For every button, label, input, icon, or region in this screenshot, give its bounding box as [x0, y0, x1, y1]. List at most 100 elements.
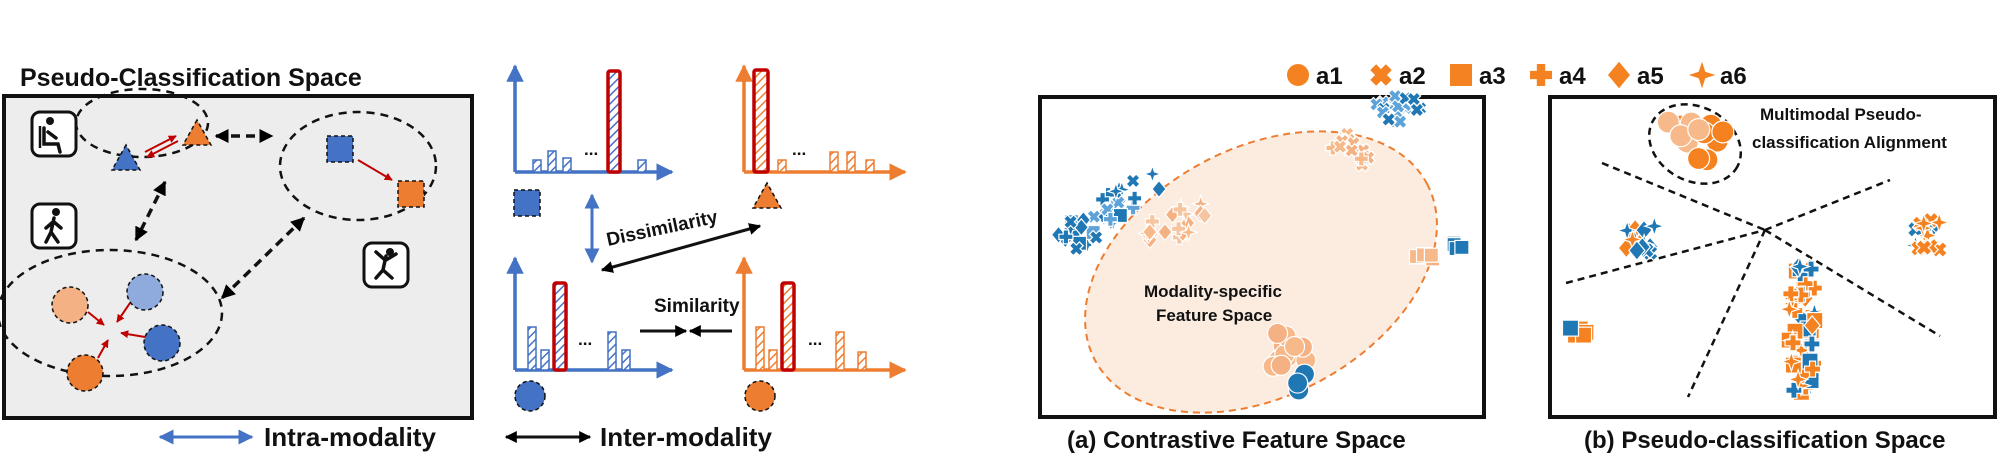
dashed-double-arrow — [220, 216, 306, 300]
alignment-ellipse — [1647, 103, 1743, 185]
dissimilarity-label: Dissimilarity — [605, 207, 720, 251]
plus-marker — [1102, 211, 1119, 227]
circle-marker — [1686, 146, 1711, 171]
star-marker — [1688, 61, 1716, 89]
plus-marker — [1353, 151, 1369, 167]
star-marker — [1642, 214, 1666, 238]
star-marker — [1178, 221, 1199, 243]
ellipsis-text: ... — [578, 330, 592, 349]
left-title: Pseudo-Classification Space — [20, 64, 362, 92]
panel-a-caption: (a) Contrastive Feature Space — [1067, 427, 1406, 454]
histogram-blue-top — [506, 64, 674, 217]
panel-b-label-line1: Multimodal Pseudo- — [1760, 105, 1922, 124]
orange-triangle — [181, 118, 213, 146]
orange-circle — [66, 354, 104, 392]
x-marker — [1062, 214, 1079, 230]
inter-modality-label: Inter-modality — [600, 422, 772, 452]
panel-a-label-line1: Modality-specific — [1144, 282, 1282, 301]
plus-marker — [1127, 190, 1143, 206]
cluster-ellipse-squares — [278, 110, 438, 222]
diamond-marker — [1628, 239, 1646, 262]
star-marker — [1779, 350, 1803, 374]
dissimilarity-arrow — [600, 223, 762, 273]
ellipsis-text: ... — [792, 140, 806, 159]
circle-marker — [1711, 120, 1735, 144]
circle-marker — [1283, 335, 1306, 358]
x-marker — [1392, 114, 1408, 130]
circle-marker — [1270, 354, 1292, 376]
legend-label-a5: a5 — [1637, 63, 1664, 90]
plus-marker — [1803, 360, 1822, 378]
circle-marker — [1266, 322, 1289, 345]
blue-triangle — [110, 143, 142, 171]
x-marker — [1332, 139, 1348, 155]
cluster-ellipse-circles — [0, 248, 224, 378]
ellipsis-text: ... — [808, 330, 822, 349]
x-marker — [1068, 241, 1085, 257]
diamond-marker — [1803, 314, 1821, 337]
x-marker — [1409, 102, 1425, 118]
scatter-points — [1050, 88, 1951, 401]
circle-marker — [1287, 64, 1309, 86]
x-marker — [1370, 64, 1392, 86]
orange-square — [397, 180, 425, 208]
panel-b-caption: (b) Pseudo-classification Space — [1584, 427, 1945, 454]
legend-label-a6: a6 — [1720, 63, 1747, 90]
x-marker — [1088, 229, 1104, 246]
light-orange-circle — [51, 286, 89, 324]
similarity-label: Similarity — [654, 296, 740, 317]
plus-marker — [1144, 213, 1160, 230]
star-marker — [1105, 180, 1127, 202]
red-arrow — [87, 311, 105, 326]
red-arrow — [97, 339, 109, 359]
diamond-marker — [1151, 179, 1167, 199]
star-marker — [1912, 211, 1936, 235]
red-arrow — [144, 135, 177, 153]
square-marker — [1454, 239, 1470, 255]
dashed-double-arrow — [134, 180, 167, 242]
x-marker — [1380, 111, 1397, 128]
x-marker — [1125, 173, 1141, 189]
pseudo-classification-scatter-panel — [1548, 95, 1997, 419]
diamond-marker — [1196, 206, 1213, 226]
panel-b-label-line2: classification Alignment — [1752, 133, 1947, 152]
red-arrow — [116, 302, 131, 323]
plus-marker — [1172, 201, 1188, 217]
ellipsis-text: ... — [584, 140, 598, 159]
star-marker — [1142, 163, 1163, 185]
plus-marker — [1782, 285, 1800, 303]
red-arrow — [357, 159, 393, 181]
square-marker — [1561, 319, 1580, 337]
plus-marker — [1171, 221, 1187, 237]
diamond-marker — [1608, 61, 1630, 89]
histogram-blue-bottom — [506, 256, 674, 412]
square-marker — [1450, 64, 1472, 86]
panel-a-label-line2: Feature Space — [1156, 306, 1272, 325]
modality-specific-ellipse — [1084, 130, 1438, 414]
star-marker — [1786, 367, 1810, 391]
star-marker — [1777, 297, 1801, 321]
circle-marker — [1687, 117, 1711, 142]
diamond-marker — [1141, 222, 1158, 242]
red-arrow — [146, 140, 179, 158]
star-marker — [1788, 254, 1812, 279]
legend-label-a4: a4 — [1559, 63, 1586, 90]
intra-modality-label: Intra-modality — [264, 422, 436, 452]
x-marker — [1344, 142, 1360, 159]
plus-marker — [1784, 334, 1802, 352]
cluster-ellipse-triangles — [74, 87, 210, 159]
sitting-person-icon — [30, 110, 78, 158]
x-marker — [1915, 238, 1933, 257]
plus-marker — [1530, 64, 1552, 86]
diamond-marker — [1157, 222, 1173, 242]
circle-marker — [1287, 372, 1309, 394]
light-blue-circle — [126, 273, 164, 311]
legend-label-a2: a2 — [1399, 63, 1426, 90]
histogram-orange-bottom — [735, 256, 907, 412]
decision-boundaries — [1565, 161, 1941, 398]
legend-label-a1: a1 — [1316, 63, 1343, 90]
plus-marker — [1803, 335, 1821, 353]
histogram-orange-top — [735, 64, 907, 209]
